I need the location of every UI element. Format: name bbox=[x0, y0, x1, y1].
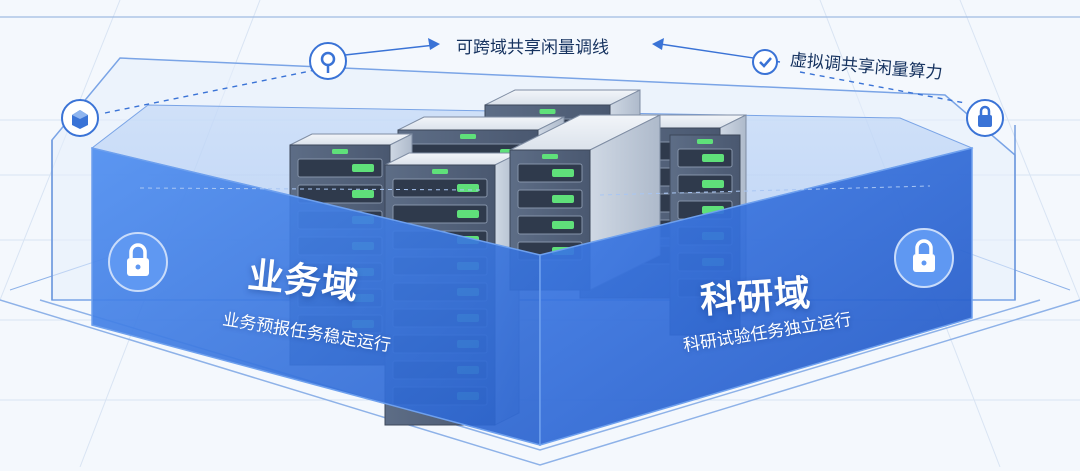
arrow-right-icon bbox=[428, 38, 440, 50]
lock-icon bbox=[894, 228, 954, 288]
cube-icon bbox=[61, 99, 99, 137]
lock-icon bbox=[966, 99, 1004, 137]
cross-domain-label: 可跨域共享闲量调线 bbox=[456, 38, 609, 58]
check-circle-icon bbox=[752, 49, 778, 75]
arrow-left-icon bbox=[652, 38, 664, 50]
arrow-heads bbox=[428, 38, 664, 50]
lock-icon bbox=[108, 232, 168, 292]
enclosure-front bbox=[91, 147, 973, 447]
search-icon bbox=[309, 42, 347, 80]
